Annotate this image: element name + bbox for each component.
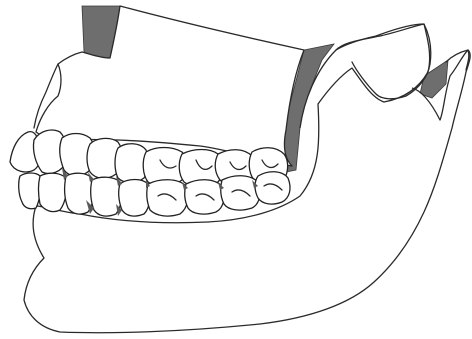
lower-incisor-1 [19,173,41,209]
lower-incisor-2 [39,173,67,211]
lower-premolar-2 [119,180,150,217]
lower-molar-4 [255,172,290,204]
lower-molar-1 [147,180,188,216]
lower-molar-3 [221,176,260,210]
lower-molar-2 [185,180,224,214]
